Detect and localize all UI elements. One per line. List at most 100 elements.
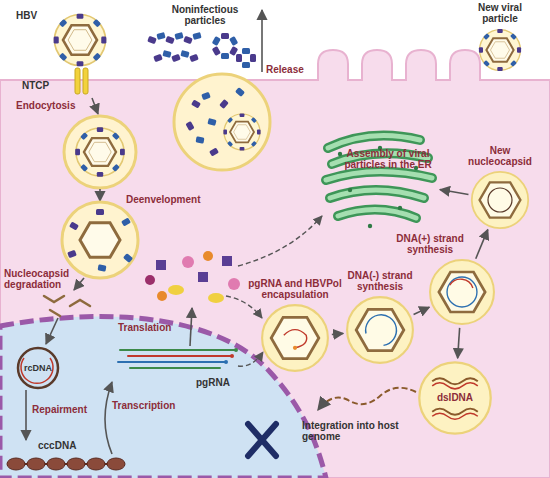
stage-circle: DNA(-) strand synthesis (345, 295, 415, 365)
released-envelope-proteins (69, 221, 79, 230)
node-heading: New nucleocapsid (460, 145, 540, 167)
er-cisterna (328, 136, 420, 149)
step-label: Repairment (32, 404, 102, 415)
node-heading: DNA(+) strand synthesis (390, 233, 470, 255)
vesicle-outline (472, 172, 528, 228)
viral-proteins (203, 251, 213, 261)
capsid-fragments (44, 296, 90, 316)
node-outline (428, 258, 496, 326)
er-lumen (326, 171, 432, 180)
ribosome (368, 224, 372, 228)
stage-circle: DNA(+) strand synthesis (428, 258, 496, 326)
vesicle-outline (430, 260, 494, 324)
cccdna-minichromosome (67, 458, 85, 470)
er-lumen (330, 190, 424, 198)
flow-arrow (476, 230, 488, 259)
virus-label: HBV (16, 10, 46, 21)
vesicle-particles (185, 87, 245, 156)
noninfectious-particles (242, 48, 250, 54)
release-vesicle (174, 74, 270, 170)
repair-arrow (25, 390, 27, 440)
noninfectious-particles (162, 50, 171, 58)
pgrna-strands (130, 367, 220, 369)
nucleocapsid-circle: New nucleocapsid (470, 170, 530, 230)
step-arrow (74, 278, 84, 290)
vesicle-particles (185, 121, 194, 131)
released-envelope-proteins (67, 209, 133, 272)
viral-proteins (168, 285, 184, 295)
pgrna-strands (234, 348, 238, 352)
step-label: Endocytosis (16, 100, 86, 111)
node-text: dslDNA (417, 392, 493, 403)
viral-proteins (157, 291, 167, 301)
pgrna-strands (118, 361, 226, 363)
dashed-arrow (226, 296, 262, 318)
translation-arrow (190, 308, 192, 346)
capsid-hexagon (356, 309, 404, 350)
ribosome (338, 152, 342, 156)
vesicle-particles (196, 136, 205, 143)
er-cisterna (330, 190, 424, 198)
dna-minus-strand (366, 315, 397, 346)
released-envelope-proteins (121, 217, 131, 226)
viral-proteins (145, 251, 240, 303)
er-organelle: Assembly of viral particles in the ER (320, 118, 438, 240)
rcdna-circle (18, 348, 58, 388)
noninfectious-particles (174, 32, 183, 40)
noninfectious-particles (180, 50, 189, 58)
ntcp-receptor (83, 68, 88, 94)
node-outline (320, 118, 438, 240)
vesicle-particles (201, 92, 211, 100)
noninfectious-particles (221, 53, 229, 59)
nucleus (0, 317, 326, 478)
viral-proteins (198, 272, 208, 282)
node-outline (470, 170, 530, 230)
pgrna-strand (284, 330, 307, 348)
released-envelope-proteins (98, 264, 107, 271)
dashed-arrow (238, 352, 263, 366)
pgrna-strands (224, 360, 228, 364)
viral-proteins (156, 260, 166, 270)
ribosome (348, 188, 352, 192)
step-label: Release (266, 64, 316, 75)
step-arrow (46, 318, 58, 344)
capsid-fragments (50, 310, 60, 316)
dna-strand (432, 413, 478, 419)
hbv-virion (54, 14, 107, 67)
annotation-label: Noninfectious particles (160, 4, 250, 26)
rcdna-genome (488, 188, 512, 212)
node-text: Assembly of viral particles in the ER (340, 148, 436, 170)
host-chromosome (248, 424, 276, 456)
node-heading: DNA(-) strand synthesis (340, 270, 420, 292)
released-envelope-proteins (123, 253, 133, 263)
vesicle-outline (347, 297, 413, 363)
viral-proteins (222, 256, 232, 266)
viral-proteins (228, 278, 240, 290)
step-label: Nucleocapsid degradation (4, 268, 76, 290)
noninfectious-particles (229, 36, 238, 46)
cccdna-minichromosome (27, 458, 45, 470)
cccdna-minichromosome (7, 458, 125, 470)
pgrna-strands (120, 349, 236, 351)
annotation-label: Integration into host genome (302, 420, 420, 442)
receptor-label: NTCP (22, 80, 62, 91)
noninfectious-particles (153, 54, 163, 62)
vesicle-particles (207, 118, 216, 126)
vesicle-particles (235, 87, 245, 97)
ribosome (398, 206, 402, 210)
pgrna-strands (230, 354, 234, 358)
noninfectious-particles (221, 33, 229, 39)
step-arrow (99, 189, 101, 201)
viral-proteins (145, 275, 155, 285)
annotation-label: New viral particle (462, 2, 538, 24)
noninfectious-particles (165, 36, 175, 44)
deenveloped-vesicle (62, 202, 138, 278)
endosome (64, 116, 136, 188)
er-cisterna (326, 171, 432, 180)
new-virion (479, 29, 521, 71)
host-chromosome (248, 424, 276, 456)
noninfectious-particles (212, 46, 221, 56)
capsid-hexagon (480, 182, 521, 217)
flow-arrow (458, 328, 460, 358)
